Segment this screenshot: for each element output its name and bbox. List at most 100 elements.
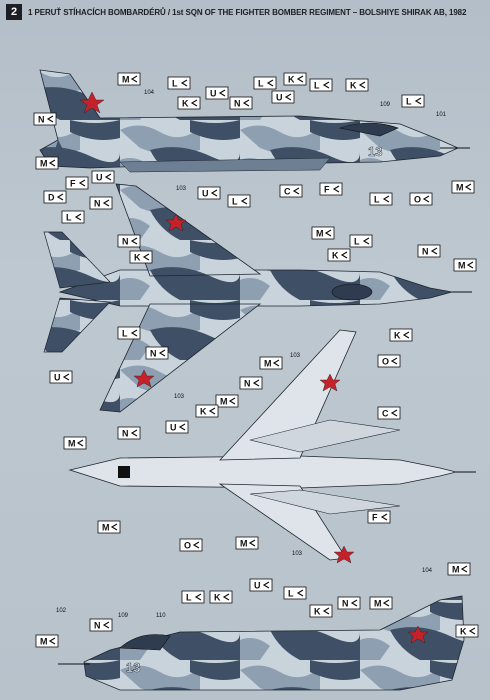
decal-callout-letter: F — [324, 185, 330, 195]
decal-callout-letter: K — [394, 331, 401, 341]
decal-callout-letter: O — [382, 357, 389, 367]
decal-callout: M — [215, 394, 239, 408]
decal-callout-letter: M — [68, 439, 76, 449]
decal-callout: K — [283, 72, 307, 86]
decal-callout: K — [345, 78, 369, 92]
decal-callout: M — [97, 520, 121, 534]
side-view-bottom: 13 — [58, 595, 465, 691]
decal-callout: K — [195, 404, 219, 418]
decal-callout: N — [337, 596, 361, 610]
decal-callout: L — [167, 76, 191, 90]
decal-callout-letter: M — [458, 261, 466, 271]
decal-callout-letter: D — [48, 193, 55, 203]
decal-callout: K — [309, 604, 333, 618]
decal-callout: L — [61, 210, 85, 224]
decal-callout: U — [49, 370, 73, 384]
decal-callout-letter: M — [316, 229, 324, 239]
decal-callout-letter: K — [350, 81, 357, 91]
decal-callout-letter: M — [240, 539, 248, 549]
decal-callout-letter: O — [184, 541, 191, 551]
decal-callout: C — [279, 184, 303, 198]
tail-code-top: 13 — [368, 144, 382, 159]
decal-number: 101 — [436, 112, 447, 118]
decal-callout: U — [205, 86, 229, 100]
decal-number: 109 — [118, 613, 129, 619]
decal-callout-letter: L — [354, 237, 360, 247]
decal-callout-letter: M — [220, 397, 228, 407]
decal-callout: L — [349, 234, 373, 248]
decal-callout-letter: L — [186, 593, 192, 603]
decal-callout: L — [283, 586, 307, 600]
decal-callout-letter: U — [170, 423, 177, 433]
decal-callout: K — [455, 624, 479, 638]
decal-callout: M — [63, 436, 87, 450]
decal-callout: L — [227, 194, 251, 208]
decal-callout: N — [89, 618, 113, 632]
decal-callout-letter: M — [102, 523, 110, 533]
decal-callout: C — [377, 406, 401, 420]
decal-callout-letter: O — [414, 195, 421, 205]
decal-callout: M — [311, 226, 335, 240]
decal-callout: M — [453, 258, 477, 272]
decal-callout-letter: N — [244, 379, 251, 389]
decal-callout: M — [235, 536, 259, 550]
decal-number: 109 — [380, 102, 391, 108]
decal-callout-letter: K — [200, 407, 207, 417]
decal-callout-letter: F — [372, 513, 378, 523]
decal-callout-letter: L — [232, 197, 238, 207]
page-number: 2 — [6, 4, 22, 20]
decal-callout-letter: K — [134, 253, 141, 263]
decal-callout: K — [327, 248, 351, 262]
decal-callout-letter: U — [276, 93, 283, 103]
decal-callout: N — [417, 244, 441, 258]
decal-callout-letter: L — [258, 79, 264, 89]
decal-number: 102 — [56, 608, 67, 614]
decal-callout: U — [165, 420, 189, 434]
decal-callout: K — [209, 590, 233, 604]
decal-callout-letter: M — [456, 183, 464, 193]
decal-callout: K — [129, 250, 153, 264]
decal-callout: O — [179, 538, 203, 552]
decal-callout: M — [117, 72, 141, 86]
decal-callout-letter: N — [94, 621, 101, 631]
tail-code-bottom: 13 — [126, 660, 140, 675]
decal-callout: M — [35, 634, 59, 648]
decal-callout-letter: L — [406, 97, 412, 107]
decal-callout-letter: K — [460, 627, 467, 637]
decal-number: 104 — [422, 568, 433, 574]
under-view — [68, 329, 476, 564]
decal-callout-letter: M — [452, 565, 460, 575]
decal-callout-letter: K — [332, 251, 339, 261]
decal-callout: O — [377, 354, 401, 368]
decal-callout-letter: L — [122, 329, 128, 339]
decal-callout: N — [117, 426, 141, 440]
decal-callout: K — [177, 96, 201, 110]
decal-callout: F — [367, 510, 391, 524]
decal-callout-letter: L — [288, 589, 294, 599]
page-header: 2 1 PERUŤ STÍHACÍCH BOMBARDÉRŮ / 1st SQN… — [6, 4, 490, 20]
decal-callout-letter: U — [96, 173, 103, 183]
decal-callout: N — [145, 346, 169, 360]
decal-callout-letter: M — [122, 75, 130, 85]
decal-number: 103 — [176, 186, 187, 192]
decal-callout-letter: C — [382, 409, 389, 419]
decal-callout-letter: K — [288, 75, 295, 85]
decal-number: 103 — [290, 353, 301, 359]
decal-callout-letter: C — [284, 187, 291, 197]
decal-callout-letter: U — [54, 373, 61, 383]
decal-callout: L — [253, 76, 277, 90]
decal-callout: N — [229, 96, 253, 110]
decal-callout-letter: N — [38, 115, 45, 125]
decal-callout: M — [259, 356, 283, 370]
decal-callout: U — [91, 170, 115, 184]
decal-callout-letter: N — [94, 199, 101, 209]
decal-callout: L — [401, 94, 425, 108]
decal-callout: L — [369, 192, 393, 206]
decal-callout-letter: N — [122, 429, 129, 439]
decal-number: 104 — [144, 90, 155, 96]
decal-callout-letter: U — [202, 189, 209, 199]
